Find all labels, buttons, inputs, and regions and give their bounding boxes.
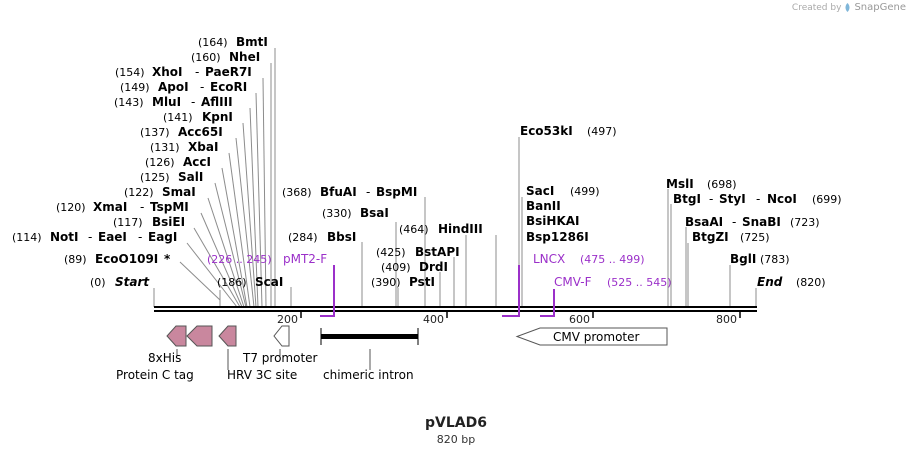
plasmid-length: 820 bp (436, 433, 476, 446)
site-bsp1286i: Bsp1286I (526, 230, 589, 244)
site-bsiei: (117) BsiEI (113, 215, 185, 229)
site-bfuai: (368) BfuAI - BspMI (282, 185, 417, 199)
site-mlui: (143) MluI - AflIII (114, 95, 233, 109)
site-acci: (126) AccI (145, 155, 211, 169)
primer-pmt2f: (226 .. 245) pMT2-F (207, 252, 327, 266)
t7-promoter-arrow (273, 325, 290, 347)
site-psti: (390) PstI (371, 275, 435, 289)
cmv-promoter-arrow (515, 327, 668, 346)
ruler-label: 400 (423, 313, 444, 326)
primer-lncx-arrow (502, 265, 520, 317)
site-noti: (114) NotI - EaeI - EagI (12, 230, 177, 244)
site-xmai: (120) XmaI - TspMI (56, 200, 189, 214)
site-apoi: (149) ApoI - EcoRI (120, 80, 247, 94)
feature-t7-promoter: T7 promoter (242, 351, 318, 365)
site-scai: (186) ScaI (217, 275, 283, 289)
credit-text: Created by (791, 2, 842, 13)
protein-c-tag-arrow (186, 325, 213, 347)
site-bbsi: (284) BbsI (288, 230, 356, 244)
site-bsai: (330) BsaI (322, 206, 389, 220)
feature-8xhis: 8xHis (148, 351, 181, 365)
feature-hrv-3c-site: HRV 3C site (227, 368, 297, 382)
feature-protein-c-tag: Protein C tag (116, 368, 194, 382)
site-leaders (153, 48, 757, 308)
snapgene-credit: Created by SnapGene (792, 2, 906, 13)
site-msli: MslI (698) (666, 177, 737, 191)
site-bstapi: (425) BstAPI (376, 245, 460, 259)
end-label: End (820) (757, 275, 826, 289)
snapgene-logo-icon (845, 3, 850, 12)
site-hindiii: (464) HindIII (399, 222, 483, 236)
primer-cmvf-arrow (540, 289, 555, 317)
backbone (154, 306, 757, 312)
site-eco53ki: Eco53kI (497) (520, 124, 617, 138)
chimeric-intron-bar (321, 334, 418, 339)
site-smai: (122) SmaI (124, 185, 196, 199)
feature-chimeric-intron: chimeric intron (323, 368, 414, 382)
ruler-ticks (300, 311, 741, 318)
hrv-3c-site-arrow (218, 325, 237, 347)
ruler-label: 200 (277, 313, 298, 326)
site-xbai: (131) XbaI (150, 140, 218, 154)
site-drdi: (409) DrdI (381, 260, 448, 274)
feature-arrows (166, 325, 668, 347)
site-acc65i: (137) Acc65I (140, 125, 223, 139)
primer-brackets (320, 265, 555, 317)
site-banii: BanII (526, 199, 561, 213)
site-btgzi: BtgZI (725) (692, 230, 770, 244)
site-bsihkai: BsiHKAI (526, 214, 580, 228)
ruler-label: 600 (569, 313, 590, 326)
site-nhei: (160) NheI (191, 50, 260, 64)
site-saci: SacI (499) (526, 184, 600, 198)
start-label: (0) Start (90, 275, 150, 289)
site-bsaai: BsaAI - SnaBI (723) (685, 215, 820, 229)
site-sali: (125) SalI (140, 170, 203, 184)
site-xhoi: (154) XhoI - PaeR7I (115, 65, 252, 79)
primer-cmvf: CMV-F (525 .. 545) (554, 275, 672, 289)
plasmid-map: 200 400 600 800 (164) BmtI (160) NheI (1… (12, 35, 842, 382)
site-bmti: (164) BmtI (198, 35, 268, 49)
site-btgi: BtgI - StyI - NcoI (699) (673, 192, 842, 206)
site-ecoo109i: (89) EcoO109I * (64, 252, 171, 266)
ruler-label: 800 (716, 313, 737, 326)
site-kpni: (141) KpnI (163, 110, 233, 124)
plasmid-name: pVLAD6 (425, 415, 487, 431)
primer-pmt2f-arrow (320, 265, 335, 317)
his-tag-arrow (166, 325, 187, 347)
primer-lncx: LNCX (475 .. 499) (533, 252, 645, 266)
feature-cmv-promoter: CMV promoter (553, 330, 640, 344)
site-bgli: BglI (783) (730, 252, 790, 266)
credit-brand: SnapGene (854, 2, 906, 13)
